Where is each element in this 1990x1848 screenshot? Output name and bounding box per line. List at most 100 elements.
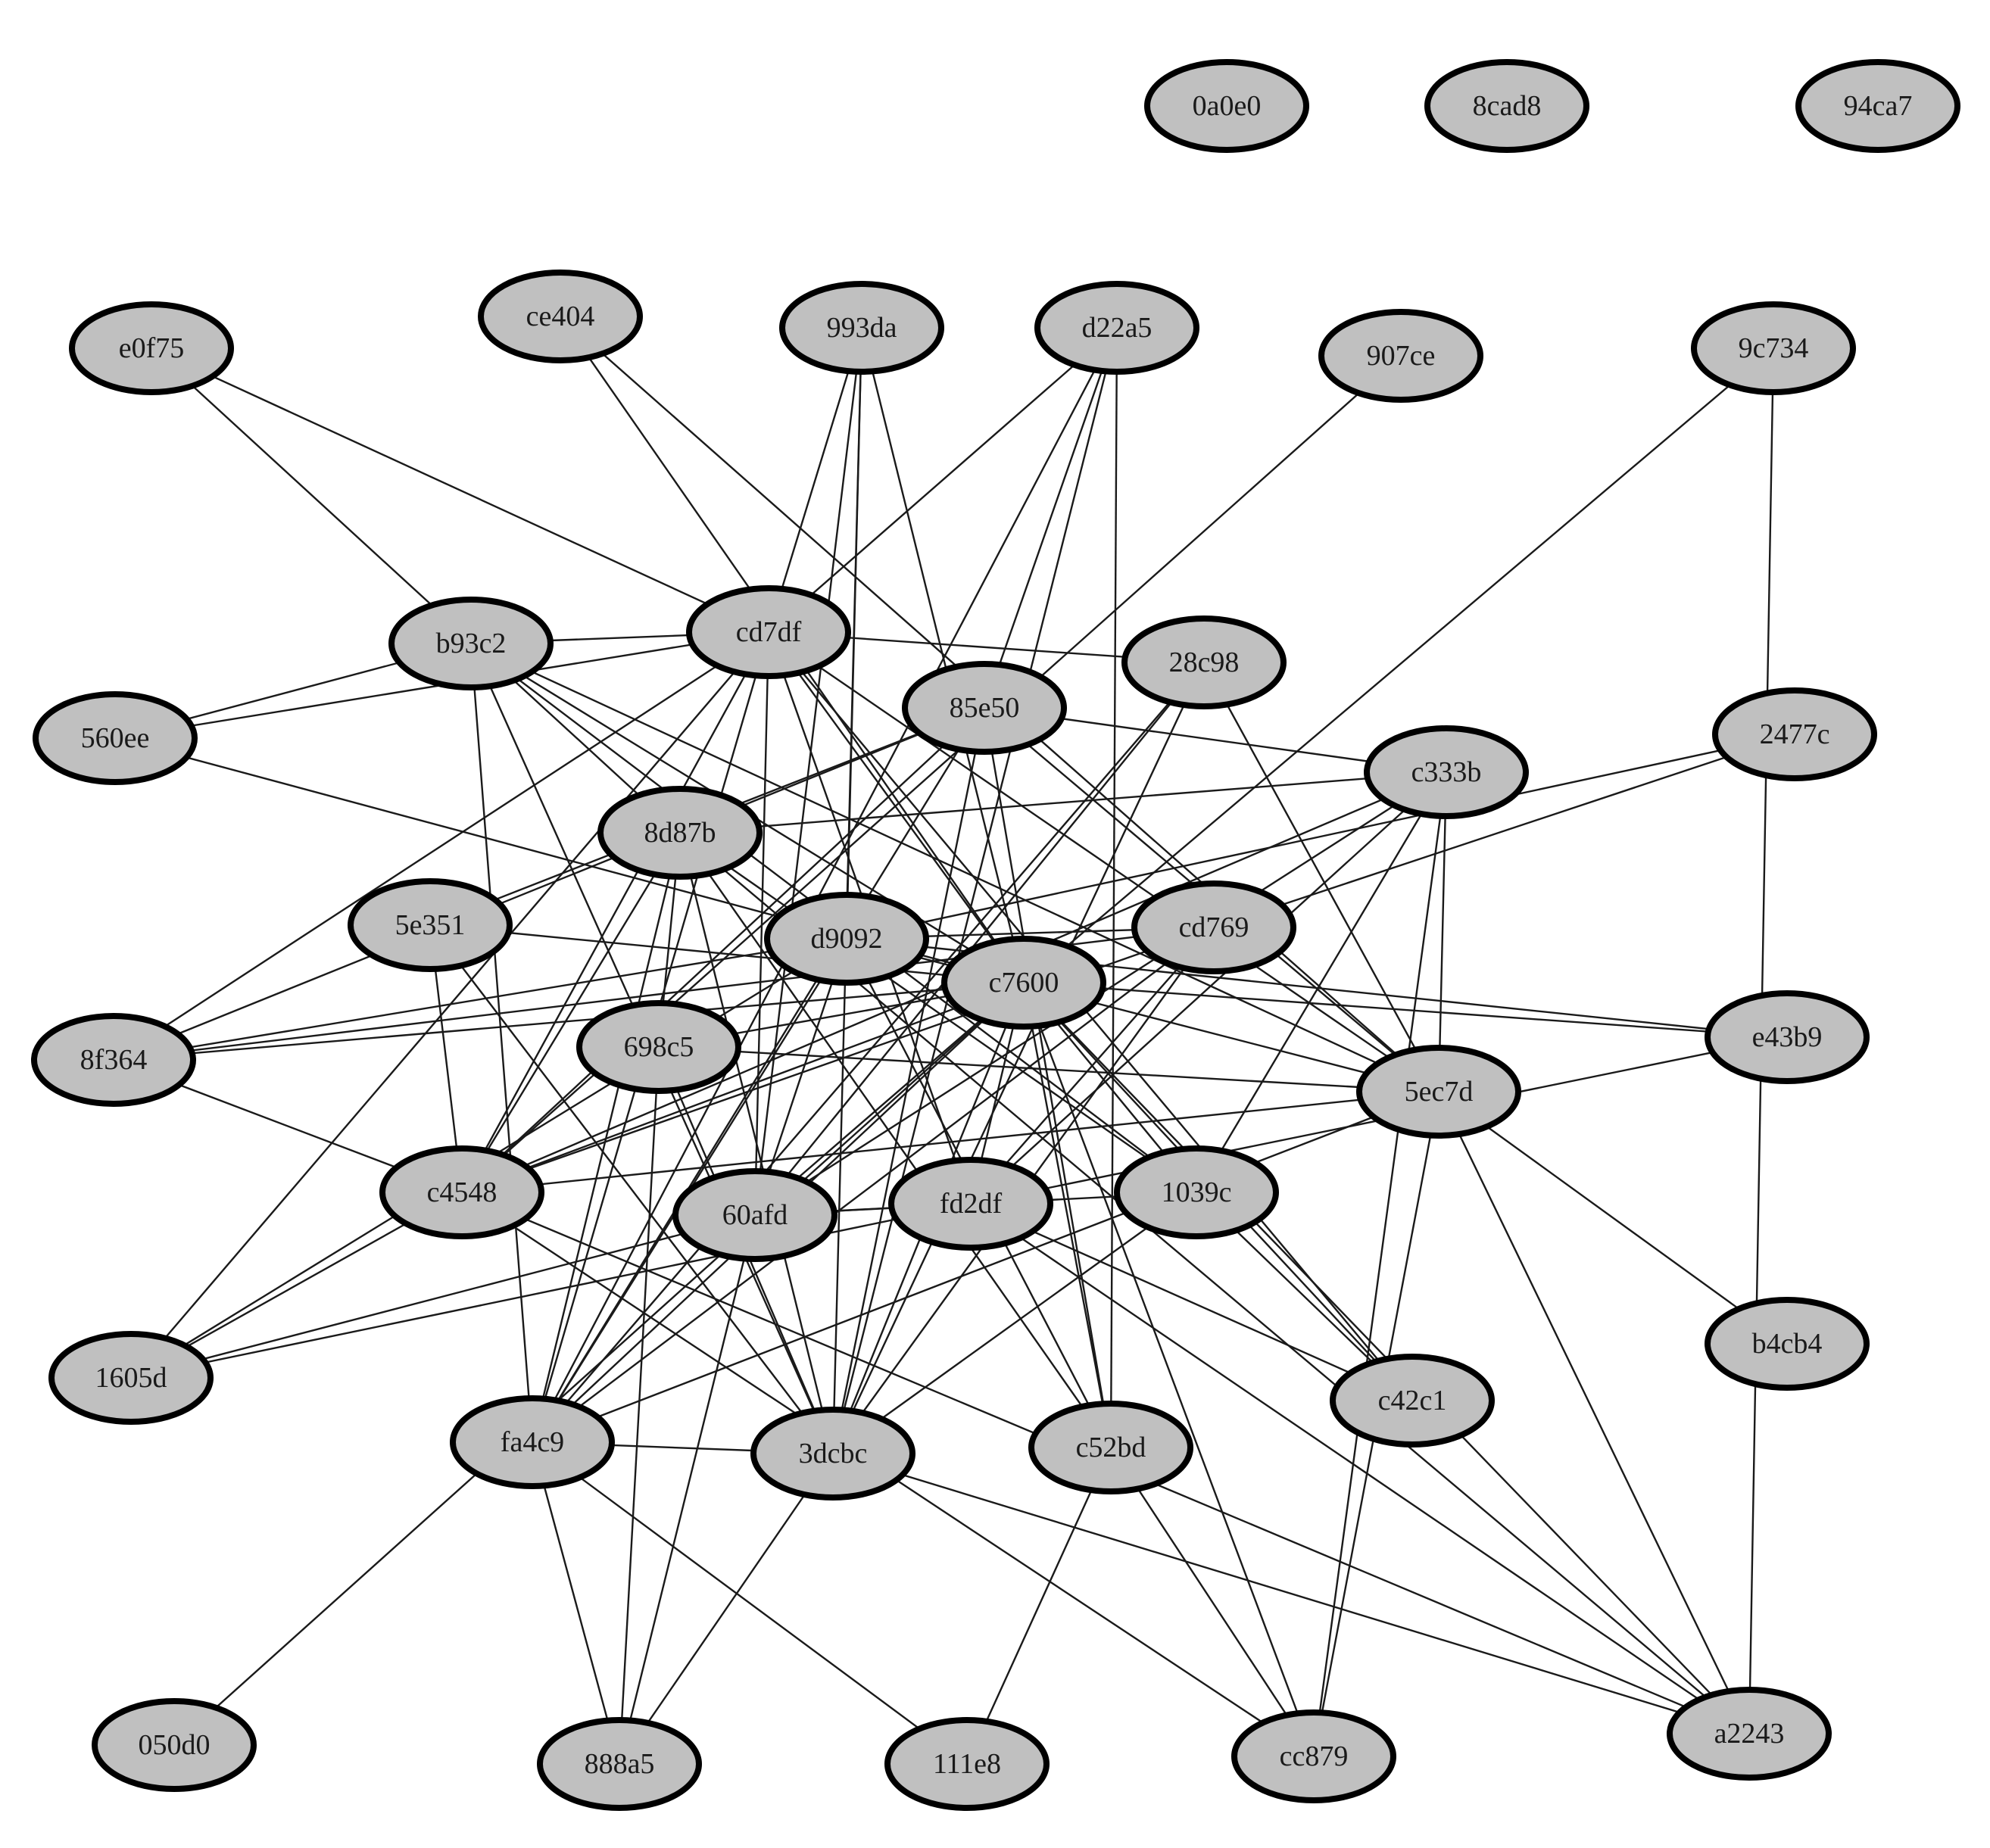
node-85e50[interactable]: 85e50 <box>902 661 1067 755</box>
edge-993da-c7600 <box>860 327 1025 983</box>
node-cc879[interactable]: cc879 <box>1231 1709 1396 1803</box>
node-ellipse[interactable] <box>1121 615 1287 709</box>
edge-cd7df-60afd <box>753 631 770 1216</box>
node-ellipse[interactable] <box>478 270 643 363</box>
node-ellipse[interactable] <box>1330 1354 1495 1448</box>
node-label: e43b9 <box>1752 1021 1823 1053</box>
node-1605d[interactable]: 1605d <box>48 1331 214 1425</box>
edge-c333b-8d87b <box>679 771 1447 834</box>
node-label: 3dcbc <box>799 1438 868 1469</box>
node-ellipse[interactable] <box>764 892 929 986</box>
node-c42c1[interactable]: c42c1 <box>1330 1354 1495 1448</box>
node-ellipse[interactable] <box>672 1168 837 1262</box>
node-888a5[interactable]: 888a5 <box>537 1717 702 1811</box>
node-label: fa4c9 <box>501 1426 564 1458</box>
node-ellipse[interactable] <box>379 1145 544 1239</box>
edge-c7600-c52bd <box>1022 982 1112 1448</box>
node-ellipse[interactable] <box>1424 59 1589 153</box>
node-ellipse[interactable] <box>48 1331 214 1425</box>
node-label: 94ca7 <box>1844 90 1913 122</box>
node-698c5[interactable]: 698c5 <box>576 1000 741 1094</box>
node-e0f75[interactable]: e0f75 <box>69 301 234 395</box>
node-d22a5[interactable]: d22a5 <box>1034 281 1199 375</box>
node-ellipse[interactable] <box>388 597 554 690</box>
node-ellipse[interactable] <box>597 786 763 880</box>
node-907ce[interactable]: 907ce <box>1318 309 1483 403</box>
node-050d0[interactable]: 050d0 <box>92 1698 257 1792</box>
node-a2243[interactable]: a2243 <box>1667 1687 1832 1781</box>
node-c4548[interactable]: c4548 <box>379 1145 544 1239</box>
edge-050d0-c7600 <box>173 982 1025 1746</box>
node-ellipse[interactable] <box>92 1698 257 1792</box>
node-ellipse[interactable] <box>1667 1687 1832 1781</box>
node-c52bd[interactable]: c52bd <box>1028 1401 1193 1494</box>
node-b4cb4[interactable]: b4cb4 <box>1705 1297 1870 1391</box>
node-label: e0f75 <box>119 332 185 364</box>
node-ellipse[interactable] <box>1231 1709 1396 1803</box>
edge-c7600-c4548 <box>461 981 1025 1194</box>
node-ellipse[interactable] <box>888 1157 1053 1251</box>
node-ellipse[interactable] <box>941 936 1106 1030</box>
edge-85e50-c4548 <box>461 707 985 1193</box>
node-ellipse[interactable] <box>1705 1297 1870 1391</box>
node-e43b9[interactable]: e43b9 <box>1705 990 1870 1084</box>
node-111e8[interactable]: 111e8 <box>884 1717 1050 1811</box>
node-label: ce404 <box>526 301 595 332</box>
node-94ca7[interactable]: 94ca7 <box>1795 59 1960 153</box>
node-560ee[interactable]: 560ee <box>33 691 198 785</box>
node-0a0e0[interactable]: 0a0e0 <box>1144 59 1309 153</box>
node-ellipse[interactable] <box>686 585 851 679</box>
node-ellipse[interactable] <box>1114 1145 1279 1239</box>
node-ellipse[interactable] <box>1691 301 1856 395</box>
node-1039c[interactable]: 1039c <box>1114 1145 1279 1239</box>
node-fa4c9[interactable]: fa4c9 <box>450 1395 615 1489</box>
node-label: 5e351 <box>395 909 466 941</box>
node-9c734[interactable]: 9c734 <box>1691 301 1856 395</box>
node-ellipse[interactable] <box>1144 59 1309 153</box>
node-5ec7d[interactable]: 5ec7d <box>1356 1045 1521 1139</box>
node-ellipse[interactable] <box>1318 309 1483 403</box>
node-ellipse[interactable] <box>779 281 944 375</box>
node-ellipse[interactable] <box>1356 1045 1521 1139</box>
node-ellipse[interactable] <box>1034 281 1199 375</box>
node-ellipse[interactable] <box>1712 687 1877 781</box>
edge-5ec7d-fa4c9 <box>532 1090 1439 1444</box>
node-cd7df[interactable]: cd7df <box>686 585 851 679</box>
node-ellipse[interactable] <box>537 1717 702 1811</box>
node-ce404[interactable]: ce404 <box>478 270 643 363</box>
node-fd2df[interactable]: fd2df <box>888 1157 1053 1251</box>
node-b93c2[interactable]: b93c2 <box>388 597 554 690</box>
node-2477c[interactable]: 2477c <box>1712 687 1877 781</box>
node-ellipse[interactable] <box>450 1395 615 1489</box>
node-ellipse[interactable] <box>1705 990 1870 1084</box>
node-60afd[interactable]: 60afd <box>672 1168 837 1262</box>
edge-cd7df-c4548 <box>460 631 770 1193</box>
node-993da[interactable]: 993da <box>779 281 944 375</box>
node-ellipse[interactable] <box>33 691 198 785</box>
node-ellipse[interactable] <box>902 661 1067 755</box>
edge-9c734-c7600 <box>1023 347 1774 983</box>
node-ellipse[interactable] <box>576 1000 741 1094</box>
node-8f364[interactable]: 8f364 <box>31 1013 196 1107</box>
edge-d22a5-85e50 <box>983 327 1118 709</box>
node-ellipse[interactable] <box>1131 880 1296 974</box>
node-d9092[interactable]: d9092 <box>764 892 929 986</box>
node-ellipse[interactable] <box>69 301 234 395</box>
node-cd769[interactable]: cd769 <box>1131 880 1296 974</box>
node-ellipse[interactable] <box>884 1717 1050 1811</box>
node-3dcbc[interactable]: 3dcbc <box>750 1407 915 1501</box>
edge-d22a5-cd7df <box>768 327 1118 633</box>
node-8d87b[interactable]: 8d87b <box>597 786 763 880</box>
node-ellipse[interactable] <box>31 1013 196 1107</box>
node-ellipse[interactable] <box>1028 1401 1193 1494</box>
node-ellipse[interactable] <box>1795 59 1960 153</box>
node-28c98[interactable]: 28c98 <box>1121 615 1287 709</box>
node-c333b[interactable]: c333b <box>1364 725 1529 819</box>
node-c7600[interactable]: c7600 <box>941 936 1106 1030</box>
edge-e0f75-cd7df <box>151 347 769 634</box>
node-ellipse[interactable] <box>750 1407 915 1501</box>
node-8cad8[interactable]: 8cad8 <box>1424 59 1589 153</box>
node-5e351[interactable]: 5e351 <box>348 878 513 972</box>
node-ellipse[interactable] <box>348 878 513 972</box>
node-ellipse[interactable] <box>1364 725 1529 819</box>
